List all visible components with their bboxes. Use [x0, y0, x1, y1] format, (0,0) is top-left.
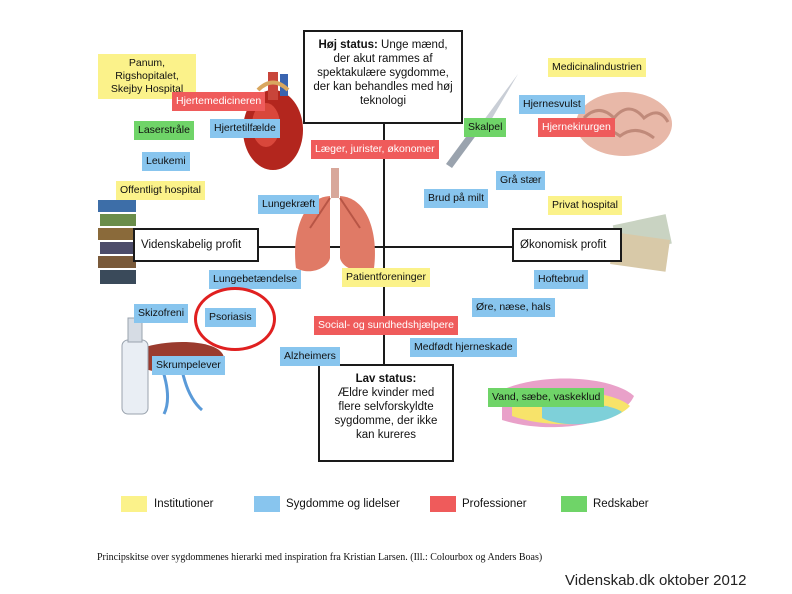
legend-label-redskaber: Redskaber: [593, 498, 649, 510]
legend-swatch-professioner: [430, 496, 456, 512]
legend-swatch-sygdomme: [254, 496, 280, 512]
tag-medfoedt-hjerneskade: Medfødt hjerneskade: [410, 338, 517, 357]
economic-profit-box: Økonomisk profit: [512, 228, 622, 262]
tag-oere-naese-hals: Øre, næse, hals: [472, 298, 555, 317]
tag-hjertetilfaelde: Hjertetilfælde: [210, 119, 280, 138]
tag-hjernekirurgen: Hjernekirurgen: [538, 118, 615, 137]
high-status-title: Høj status:: [318, 39, 378, 51]
tag-patientforeninger: Patientforeninger: [342, 268, 430, 287]
tag-social-sundhed: Social- og sundhedshjælpere: [314, 316, 459, 335]
high-status-text: Unge mænd, der akut rammes af spektakulæ…: [313, 39, 453, 107]
tag-alzheimers: Alzheimers: [280, 347, 340, 366]
tag-laeger: Læger, jurister, økonomer: [311, 140, 439, 159]
money-icon: [610, 214, 672, 272]
legend-label-professioner: Professioner: [462, 498, 527, 510]
high-status-box: Høj status: Unge mænd, der akut rammes a…: [303, 30, 463, 124]
tag-leukemi: Leukemi: [142, 152, 190, 171]
tag-brud-paa-milt: Brud på milt: [424, 189, 489, 208]
horizontal-axis: [130, 246, 660, 248]
tag-offentligt-hospital: Offentligt hospital: [116, 181, 205, 200]
tag-skalpel: Skalpel: [464, 118, 507, 137]
scientific-profit-box: Videnskabelig profit: [133, 228, 259, 262]
tag-medicinalindustrien: Medicinalindustrien: [548, 58, 646, 77]
tag-lungekraeft: Lungekræft: [258, 195, 320, 214]
tag-graa-staer: Grå stær: [496, 171, 546, 190]
low-status-title: Lav status:: [355, 373, 417, 385]
tag-panum: Panum, Rigshopitalet, Skejby Hospital: [98, 54, 196, 99]
low-status-box: Lav status: Ældre kvinder med flere selv…: [318, 364, 454, 462]
legend-label-institutioner: Institutioner: [154, 498, 214, 510]
scientific-profit-label: Videnskabelig profit: [141, 239, 242, 251]
tag-skrumpelever: Skrumpelever: [152, 356, 225, 375]
legend-swatch-redskaber: [561, 496, 587, 512]
tag-hoftebrud: Hoftebrud: [534, 270, 589, 289]
tag-vand-saebe: Vand, sæbe, vaskeklud: [488, 388, 605, 407]
figure-caption: Principskitse over sygdommenes hierarki …: [97, 552, 543, 563]
lungs-icon: [295, 168, 375, 272]
books-icon: [98, 200, 136, 284]
source-credit: Videnskab.dk oktober 2012: [565, 572, 747, 589]
tag-laserstraale: Laserstråle: [134, 121, 194, 140]
highlight-circle: [194, 287, 276, 351]
tag-skizofreni: Skizofreni: [134, 304, 189, 323]
low-status-text: Ældre kvinder med flere selvforskyldte s…: [334, 387, 438, 441]
tag-hjertemedicineren: Hjertemedicineren: [172, 92, 266, 111]
tag-privat-hospital: Privat hospital: [548, 196, 622, 215]
tag-lungebetaendelse: Lungebetændelse: [209, 270, 302, 289]
economic-profit-label: Økonomisk profit: [520, 239, 607, 251]
vertical-axis: [383, 30, 385, 460]
tag-hjernesvulst: Hjernesvulst: [519, 95, 585, 114]
legend-swatch-institutioner: [121, 496, 147, 512]
legend-label-sygdomme: Sygdomme og lidelser: [286, 498, 400, 510]
